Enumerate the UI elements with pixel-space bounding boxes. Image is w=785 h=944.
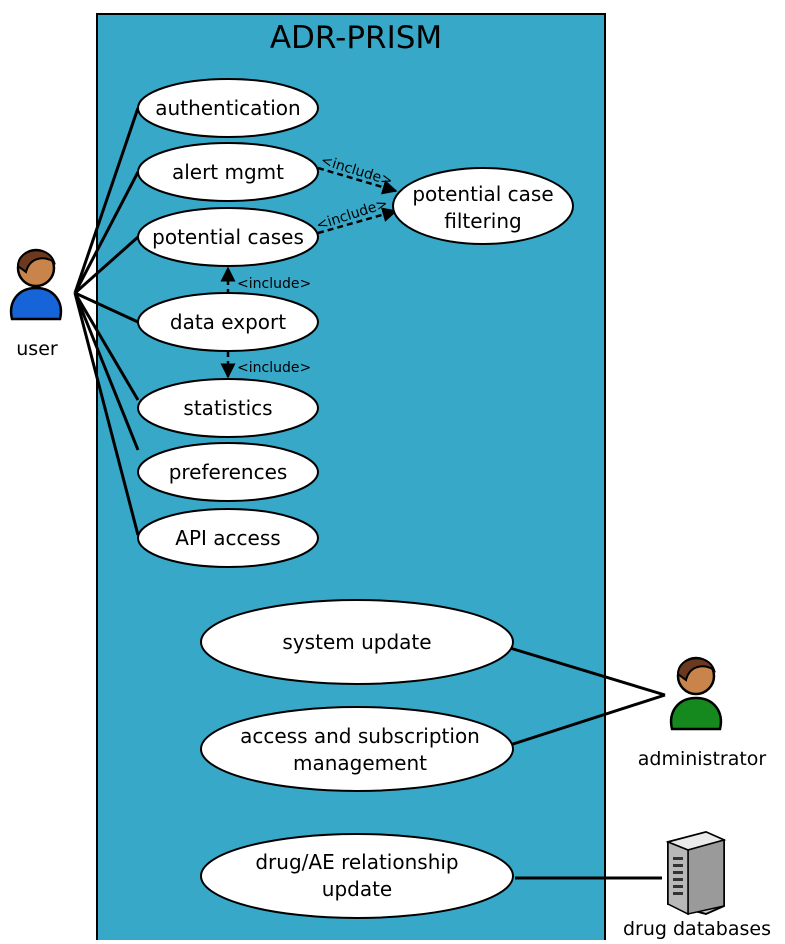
- use-case-label: alert mgmt: [172, 160, 284, 184]
- user-icon: [9, 248, 63, 321]
- administrator-label: administrator: [638, 748, 767, 770]
- use-case-label-line2: management: [293, 751, 427, 775]
- server-icon: [665, 830, 727, 916]
- use-case-label-line1: access and subscription: [240, 724, 480, 748]
- administrator-actor: administrator: [638, 656, 767, 770]
- administrator-icon: [669, 656, 723, 731]
- use-case-label: authentication: [155, 96, 300, 120]
- user-label: user: [16, 338, 58, 360]
- use-case-label-line2: filtering: [444, 209, 521, 233]
- use-case-drug-ae-update[interactable]: drug/AE relationship update: [200, 833, 514, 919]
- user-actor: user: [9, 248, 63, 360]
- use-case-label: system update: [282, 630, 431, 654]
- include-arrow-potential: [317, 207, 398, 235]
- user-associations: [73, 107, 140, 536]
- use-case-statistics[interactable]: statistics: [137, 378, 319, 438]
- use-case-preferences[interactable]: preferences: [137, 442, 319, 502]
- use-case-potential-case-filtering[interactable]: potential case filtering: [392, 167, 574, 245]
- drug-databases-label: drug databases: [623, 918, 771, 940]
- use-case-label: data export: [170, 310, 286, 334]
- use-case-authentication[interactable]: authentication: [137, 78, 319, 138]
- use-case-label-line1: potential case: [412, 182, 553, 206]
- use-case-alert-mgmt[interactable]: alert mgmt: [137, 142, 319, 202]
- use-case-label: statistics: [183, 396, 272, 420]
- use-case-data-export[interactable]: data export: [137, 292, 319, 352]
- include-relations: [220, 166, 398, 379]
- system-title: ADR-PRISM: [270, 20, 442, 56]
- admin-associations: [509, 646, 666, 880]
- use-case-label: preferences: [169, 460, 288, 484]
- use-case-system-update[interactable]: system update: [200, 599, 514, 685]
- use-case-api-access[interactable]: API access: [137, 508, 319, 568]
- include-arrow-alert: [317, 166, 398, 195]
- use-case-potential-cases[interactable]: potential cases: [137, 207, 319, 267]
- use-case-label: API access: [175, 526, 280, 550]
- use-case-label: potential cases: [152, 225, 304, 249]
- use-case-access-subscription[interactable]: access and subscription management: [200, 706, 514, 792]
- use-case-label-line1: drug/AE relationship: [255, 850, 458, 874]
- drug-databases-actor: drug databases: [623, 830, 771, 940]
- include-label-down: <include>: [237, 360, 311, 376]
- include-label-up: <include>: [237, 276, 311, 292]
- use-case-label-line2: update: [322, 877, 392, 901]
